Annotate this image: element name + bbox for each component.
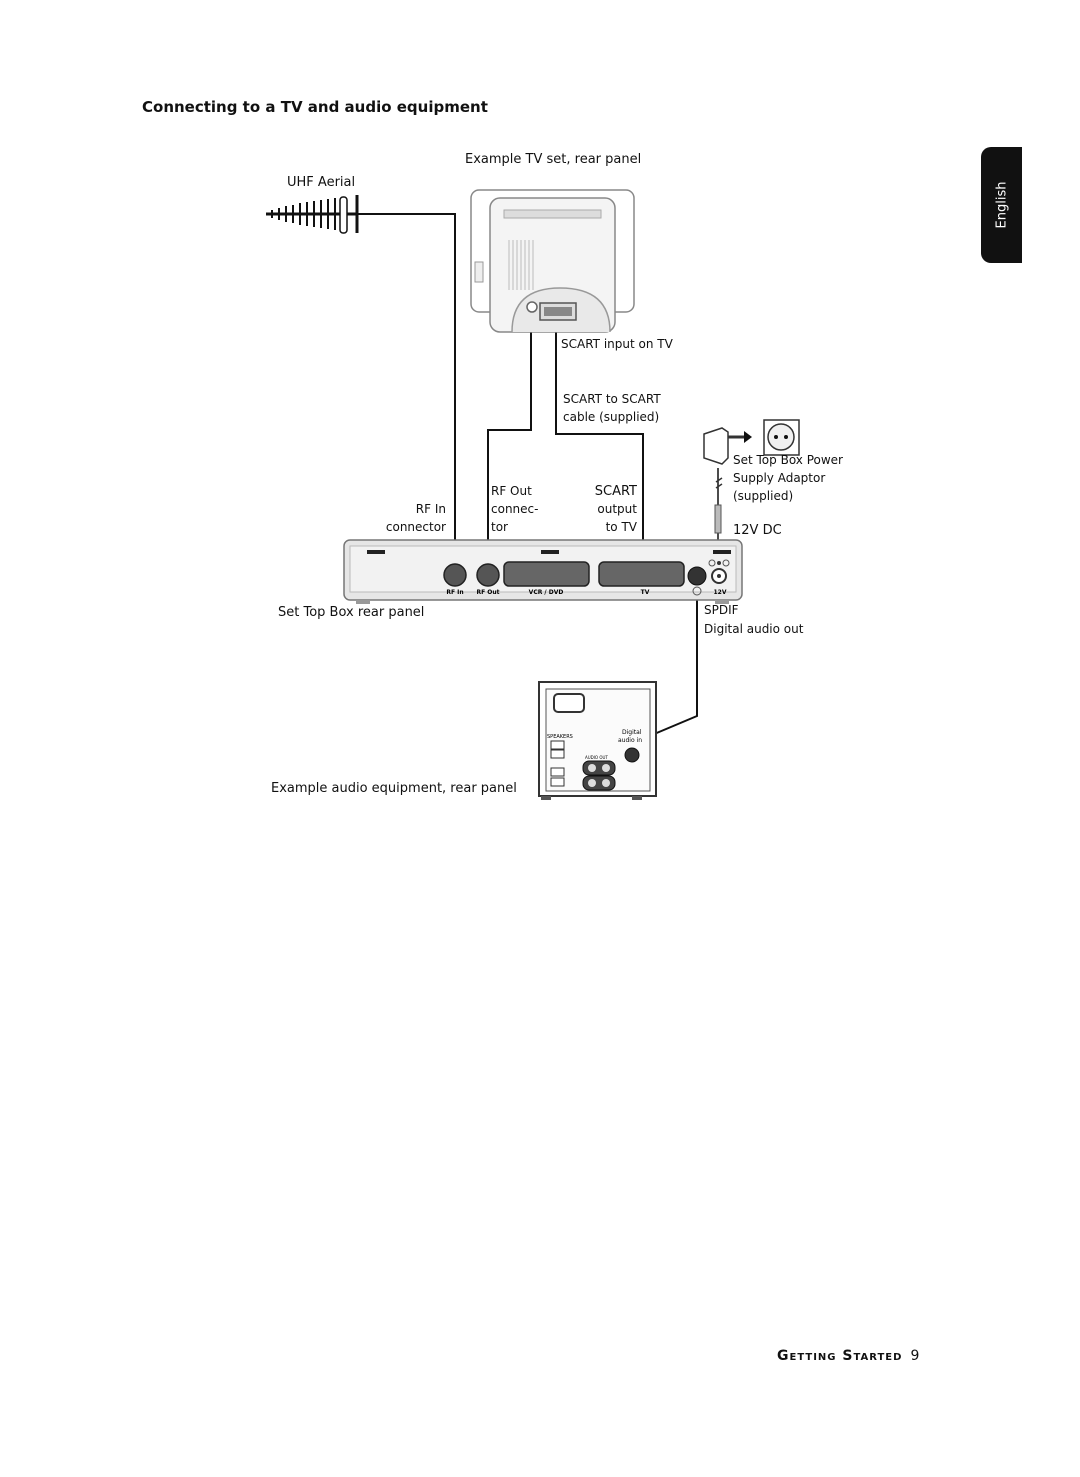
spdif-cable <box>639 576 698 741</box>
audio-panel-label: Example audio equipment, rear panel <box>271 781 517 796</box>
footer-section: Getting Started <box>777 1348 903 1364</box>
tv-panel-label: Example TV set, rear panel <box>465 152 642 167</box>
scart-output-label-line1: SCART <box>594 484 637 499</box>
spdif-label-line2: Digital audio out <box>704 622 804 636</box>
stb-label-vcr-dvd: VCR / DVD <box>529 589 564 596</box>
stb-label-12v: 12V <box>714 589 727 596</box>
tv-rear-panel-icon <box>470 189 635 333</box>
audio-label-speakers: SPEAKERS <box>547 734 573 740</box>
rf-out-label-line3: tor <box>491 520 508 534</box>
scart-cable-label-line2: cable (supplied) <box>563 410 660 424</box>
power-adaptor-icon <box>703 427 752 534</box>
vcr-scart-port <box>503 561 590 587</box>
rf-out-label-line1: RF Out <box>491 484 532 498</box>
dc-label: 12V DC <box>733 523 782 538</box>
audio-label-digital: Digital <box>622 729 642 736</box>
scart-input-label: SCART input on TV <box>561 337 673 351</box>
uhf-aerial-icon <box>266 195 359 234</box>
stb-label-rf-out: RF Out <box>476 589 499 596</box>
page-heading: Connecting to a TV and audio equipment <box>142 98 488 116</box>
page-number: 9 <box>910 1348 921 1364</box>
rf-in-port <box>443 563 467 587</box>
spdif-label-line1: SPDIF <box>704 603 739 617</box>
stb-panel-label: Set Top Box rear panel <box>278 605 425 620</box>
rf-in-label-line2: connector <box>385 520 446 534</box>
audio-equipment-rear-panel-icon: SPEAKERS Digital audio in AUDIO OUT <box>538 681 657 800</box>
aerial-cable <box>356 213 456 566</box>
psu-label-line2: Supply Adaptor <box>733 471 826 485</box>
spdif-port <box>687 566 707 586</box>
rf-out-label-line2: connec- <box>491 502 539 516</box>
audio-label-audio-out: AUDIO OUT <box>585 755 608 760</box>
language-tab[interactable]: English <box>981 147 1022 263</box>
scart-output-label-line2: output <box>597 502 637 516</box>
audio-label-audio-in: audio in <box>618 737 642 744</box>
rf-out-port <box>476 563 500 587</box>
rf-in-label-line1: RF In <box>415 502 446 516</box>
stb-label-tv: TV <box>641 589 650 596</box>
page-footer: Getting Started 9 <box>777 1348 920 1364</box>
stb-label-rf-in: RF In <box>446 589 463 596</box>
wall-socket-icon <box>763 419 800 456</box>
tv-scart-port <box>598 561 685 587</box>
scart-cable-label-line1: SCART to SCART <box>563 392 661 406</box>
uhf-aerial-label: UHF Aerial <box>287 175 356 190</box>
scart-output-label-line3: to TV <box>605 520 637 534</box>
psu-label-line1: Set Top Box Power <box>733 453 843 467</box>
scart-cable <box>555 313 644 566</box>
psu-label-line3: (supplied) <box>733 489 794 503</box>
rf-out-cable <box>487 313 532 566</box>
set-top-box-rear-panel-icon: RF In RF Out VCR / DVD TV 12V <box>343 539 743 604</box>
